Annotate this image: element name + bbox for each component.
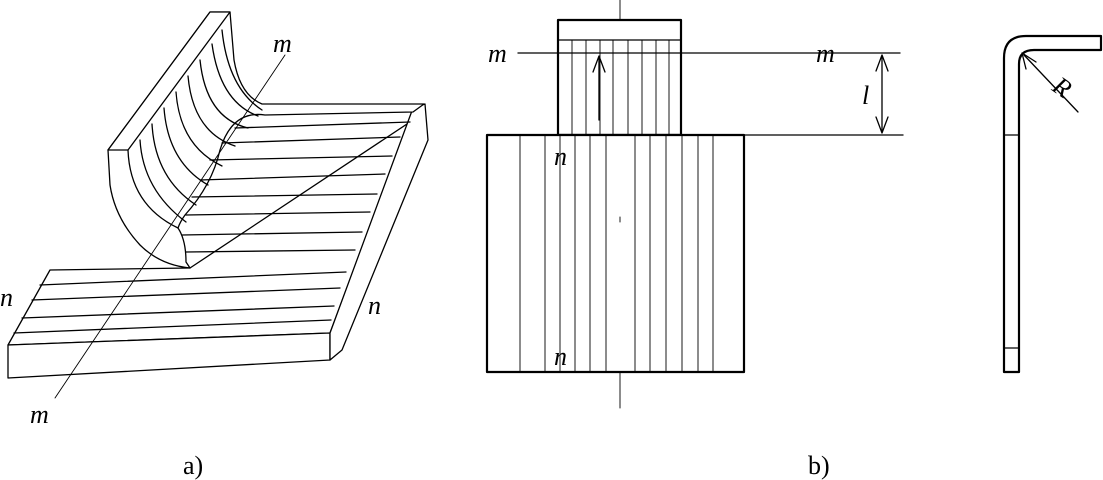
label-l: l [862, 81, 869, 110]
radius-arrow [1021, 52, 1037, 70]
upright-wall-top-edge [107, 11, 231, 151]
upper-tab-fiber-lines [571, 39, 670, 136]
upright-wall [107, 11, 425, 269]
dimension-l-arrow-bottom [875, 116, 889, 134]
radius-leader [1023, 54, 1079, 113]
axis-line-m-m-a [54, 54, 286, 399]
upright-wall-front-edge [127, 149, 179, 229]
label-n-bottom-b: n [554, 342, 567, 371]
label-R: R [1046, 70, 1077, 104]
figure-a-isometric-part [7, 11, 429, 399]
tab-arrow-head [592, 55, 606, 73]
label-m-top-a: m [273, 29, 292, 58]
side-view-profile [1002, 34, 1103, 374]
l-profile [1002, 34, 1103, 374]
label-n-top-b: n [554, 142, 567, 171]
fiber-lines-base [13, 121, 411, 334]
caption-a: a) [183, 451, 203, 480]
main-plate [485, 133, 746, 374]
upper-tab [556, 18, 683, 137]
label-m-left-b: m [488, 39, 507, 68]
label-m-right-b: m [816, 39, 835, 68]
label-n-right-a: n [368, 291, 381, 320]
caption-b: b) [808, 451, 830, 480]
label-m-bottom-a: m [30, 400, 49, 429]
main-plate-fiber-lines [519, 134, 714, 373]
figure-b-front-view [485, 0, 904, 409]
label-n-left-a: n [0, 283, 13, 312]
dimension-l-arrow-top [875, 54, 889, 72]
base-plate-right-edge [329, 103, 429, 361]
